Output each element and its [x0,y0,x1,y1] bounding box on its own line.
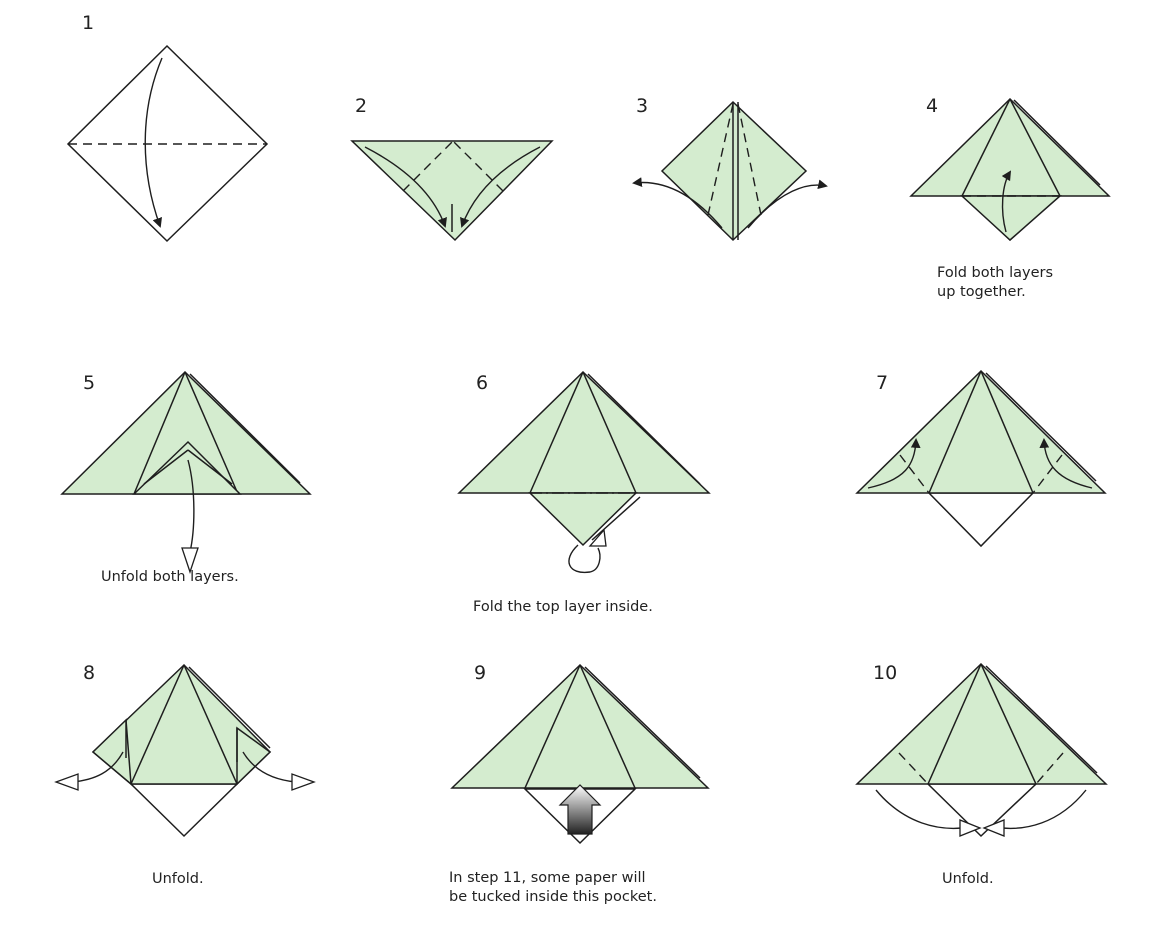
step-10-caption: Unfold. [942,871,994,887]
step-3-number: 3 [636,95,649,117]
step-2-figure [350,140,554,242]
step-1-number: 1 [82,12,95,34]
step-9-figure [450,663,710,845]
step-10-figure [855,662,1108,838]
step-5-number: 5 [83,372,96,394]
step-2-number: 2 [355,95,368,117]
step-6-caption: Fold the top layer inside. [473,599,653,615]
step-4-figure [909,97,1111,242]
step-8-number: 8 [83,662,96,684]
step-1-figure [66,44,269,243]
step-8-caption: Unfold. [152,871,204,887]
step-6-figure [457,370,711,574]
step-5-figure [60,370,312,575]
step-7-number: 7 [876,372,889,394]
step-8-figure [54,663,316,838]
step-9-caption: In step 11, some paper will be tucked in… [449,870,657,905]
step-7-figure [855,369,1107,548]
step-3-figure [632,100,828,242]
step-4-caption: Fold both layers up together. [937,265,1054,300]
step-10-number: 10 [873,662,898,684]
push-arrow-icon [558,784,602,835]
step-6-number: 6 [476,372,489,394]
step-9-number: 9 [474,662,487,684]
step-5-caption: Unfold both layers. [101,569,239,585]
step-4-number: 4 [926,95,939,117]
